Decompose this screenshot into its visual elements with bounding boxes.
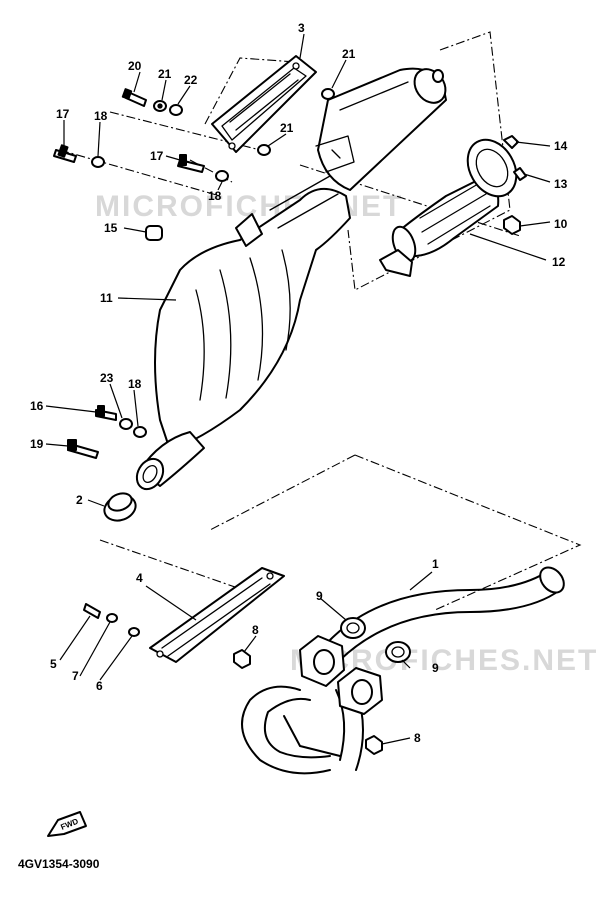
callout-20: 20 — [128, 59, 142, 73]
assembly-dash-lines — [59, 31, 582, 611]
silencer-assembly — [135, 175, 351, 491]
callout-4: 4 — [136, 571, 143, 585]
callout-9: 9 — [432, 661, 439, 675]
callout-23: 23 — [100, 371, 114, 385]
callout-8: 8 — [252, 623, 259, 637]
diagram-code: 4GV1354-3090 — [18, 857, 100, 871]
callout-9: 9 — [316, 589, 323, 603]
muffler — [315, 67, 447, 191]
leader-lines — [45, 33, 551, 745]
callout-3: 3 — [298, 21, 305, 35]
fasteners — [53, 88, 527, 755]
callout-17: 17 — [150, 149, 164, 163]
gasket-2 — [103, 492, 137, 522]
fwd-arrow: FWD — [47, 811, 87, 837]
callout-14: 14 — [554, 139, 568, 153]
callout-7: 7 — [72, 669, 79, 683]
callout-21: 21 — [158, 67, 172, 81]
callout-22: 22 — [184, 73, 198, 87]
gasket-9 — [340, 617, 411, 663]
callout-2: 2 — [76, 493, 83, 507]
exhaust-pipe — [241, 566, 565, 775]
callout-12: 12 — [552, 255, 566, 269]
callout-16: 16 — [30, 399, 44, 413]
callout-18: 18 — [208, 189, 222, 203]
callout-17: 17 — [56, 107, 70, 121]
heat-protector-upper — [211, 55, 317, 153]
callout-21: 21 — [342, 47, 356, 61]
callout-numbers: 3 20 21 22 21 21 17 18 17 18 15 11 14 13… — [30, 21, 568, 745]
callout-6: 6 — [96, 679, 103, 693]
callout-19: 19 — [30, 437, 44, 451]
callout-18: 18 — [128, 377, 142, 391]
callout-21: 21 — [280, 121, 294, 135]
callout-18: 18 — [94, 109, 108, 123]
callout-8: 8 — [414, 731, 421, 745]
callout-15: 15 — [104, 221, 118, 235]
callout-11: 11 — [100, 291, 113, 305]
callout-13: 13 — [554, 177, 568, 191]
callout-1: 1 — [432, 557, 439, 571]
callout-10: 10 — [554, 217, 568, 231]
tail-pipe — [379, 138, 518, 277]
heat-protector-lower — [149, 567, 285, 663]
callout-5: 5 — [50, 657, 57, 671]
